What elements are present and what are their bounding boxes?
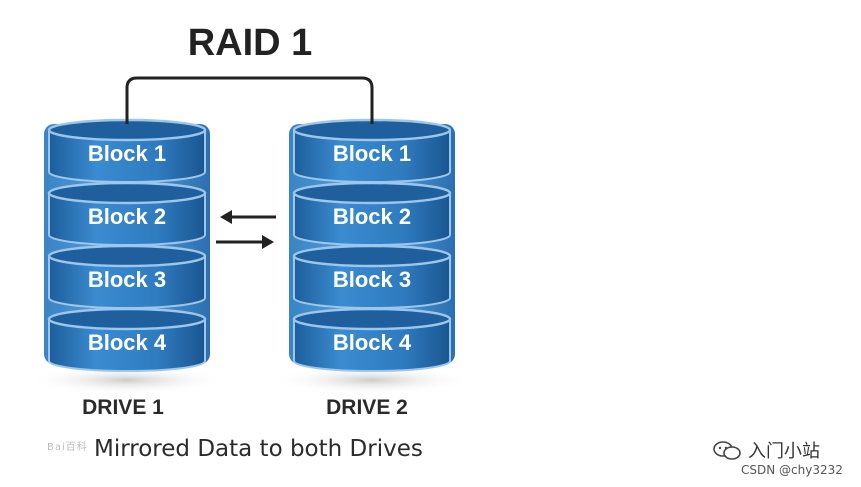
block-label: Block 2 (88, 204, 166, 229)
block-label: Block 1 (88, 141, 166, 166)
wechat-style-bubble-icon (713, 441, 741, 460)
drive-2-block-3: Block 3 (292, 244, 452, 309)
drive-2-label: DRIVE 2 (326, 396, 408, 419)
baike-watermark: Bai百科 (47, 442, 88, 453)
left-arrow-icon (220, 210, 276, 224)
diagram-title: RAID 1 (187, 22, 313, 64)
drive-2-shadow (272, 366, 472, 394)
right-arrow-icon (216, 235, 274, 249)
drive-2-block-4: Block 4 (292, 307, 452, 372)
drive-2-block-1: Block 1 (292, 118, 452, 183)
drive-1-block-2: Block 2 (47, 181, 207, 246)
block-label: Block 3 (88, 267, 166, 292)
drive-2-block-2: Block 2 (292, 181, 452, 246)
drive-1-shadow (27, 366, 227, 394)
block-label: Block 2 (333, 204, 411, 229)
block-label: Block 4 (333, 330, 412, 355)
brand-name: 入门小站 (748, 441, 820, 462)
block-label: Block 3 (333, 267, 411, 292)
drive-1-block-4: Block 4 (47, 307, 207, 372)
drive-2-platters: Block 1 Block 2 Block 3 Block 4 (292, 118, 452, 372)
drive-1-platters: Block 1 Block 2 Block 3 Block 4 (47, 118, 207, 372)
drive-1-block-3: Block 3 (47, 244, 207, 309)
csdn-credit: CSDN @chy3232 (741, 463, 843, 477)
diagram-caption: Mirrored Data to both Drives (94, 436, 423, 462)
block-label: Block 1 (333, 141, 411, 166)
mirror-connector (125, 76, 374, 124)
brand-watermark: 入门小站 (712, 437, 820, 463)
drive-1-label: DRIVE 1 (82, 396, 164, 419)
drive-1-block-1: Block 1 (47, 118, 207, 183)
block-label: Block 4 (88, 330, 167, 355)
